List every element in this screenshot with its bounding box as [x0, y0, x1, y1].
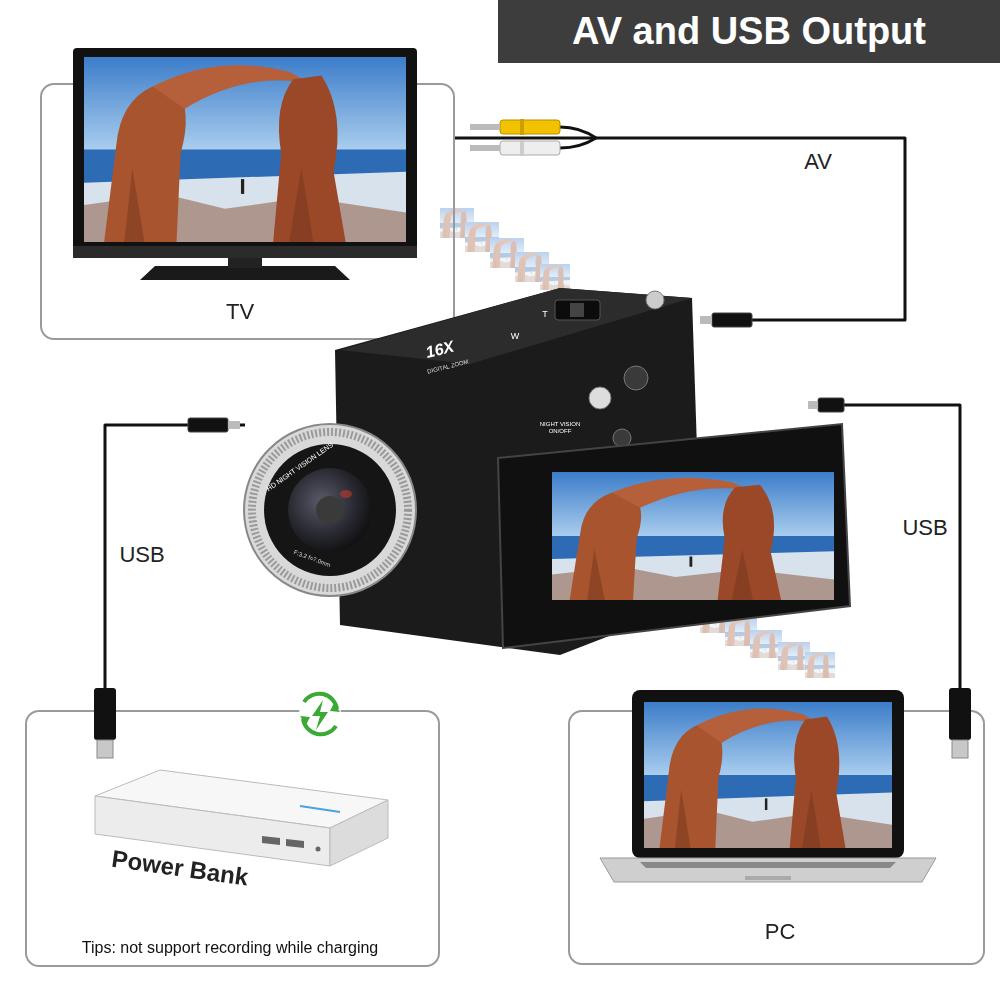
camcorder-illustration — [264, 444, 396, 576]
camcorder-illustration — [252, 432, 408, 588]
laptop-illustration — [640, 862, 896, 868]
power-bank-illustration — [300, 806, 340, 812]
cable-connector — [850, 405, 960, 710]
cable-connector — [455, 138, 905, 320]
camcorder-illustration — [340, 288, 692, 364]
camcorder-illustration — [808, 401, 818, 409]
power-bank-illustration — [94, 688, 116, 740]
camcorder-illustration — [316, 496, 344, 524]
power-bank-illustration — [316, 847, 321, 852]
power-bank-illustration — [299, 693, 341, 735]
power-bank-illustration — [312, 700, 328, 730]
camcorder-illustration — [589, 387, 611, 409]
device-panel: PC — [568, 710, 985, 965]
camcorder-illustration — [552, 472, 834, 600]
device-panel: Power BankTips: not support recording wh… — [25, 710, 440, 967]
tv-illustration — [470, 124, 500, 130]
device-label: PC — [765, 919, 796, 944]
camcorder-illustration — [570, 303, 584, 317]
camcorder-illustration — [624, 366, 648, 390]
zoom-mark: T — [542, 309, 548, 319]
camcorder-illustration — [844, 404, 850, 407]
zoom-caption: DIGITAL ZOOM — [427, 359, 470, 376]
camcorder-illustration — [498, 424, 850, 648]
power-bank-illustration — [262, 836, 280, 845]
camcorder-illustration — [228, 421, 240, 429]
camcorder-illustration — [646, 291, 664, 309]
device-label: TV — [226, 299, 254, 324]
power-bank-illustration — [330, 703, 340, 712]
camcorder-illustration — [752, 319, 850, 322]
laptop-illustration — [949, 688, 971, 740]
motion-ghosts — [540, 264, 570, 290]
camcorder-illustration — [555, 300, 600, 320]
camcorder-illustration — [340, 490, 352, 498]
tv-illustration — [73, 246, 417, 258]
power-bank-illustration — [304, 694, 337, 709]
camcorder-illustration — [244, 424, 416, 596]
laptop-illustration — [745, 876, 791, 880]
camcorder-illustration — [188, 418, 228, 432]
power-bank-illustration — [330, 800, 388, 866]
zoom-badge: 16X — [424, 338, 456, 363]
camcorder: 16XDIGITAL ZOOM HD NIGHT VISION LENS NIGHT… — [245, 270, 850, 665]
power-bank-illustration — [303, 719, 336, 734]
tv-illustration — [84, 57, 406, 242]
camcorder-illustration — [613, 429, 631, 447]
power-bank-illustration — [95, 770, 388, 828]
laptop-illustration — [952, 740, 968, 758]
tv-illustration — [520, 140, 524, 156]
zoom-mark: W — [511, 331, 520, 341]
tv-illustration — [560, 138, 596, 148]
motion-ghosts — [750, 630, 782, 658]
power-bank-illustration — [300, 716, 310, 725]
tv-illustration — [520, 119, 524, 135]
laptop-illustration — [644, 702, 892, 848]
power-bank-illustration — [97, 740, 113, 758]
camcorder-illustration — [335, 288, 702, 655]
tv-illustration — [500, 141, 560, 155]
tv-illustration — [560, 127, 596, 138]
cable-label: AV — [801, 149, 835, 174]
device-panel: TV — [40, 83, 455, 340]
camcorder-illustration — [712, 313, 752, 327]
tv-illustration — [140, 266, 350, 280]
cable-label: USB — [116, 542, 167, 567]
device-label: Power Bank — [110, 845, 250, 891]
tv-illustration — [73, 48, 417, 258]
camcorder-illustration — [700, 316, 712, 324]
tv-illustration — [228, 252, 262, 268]
button-caption: NIGHT VISION ON/OFF — [536, 421, 584, 435]
tv-illustration — [500, 120, 560, 134]
cable-connector — [105, 425, 245, 710]
motion-ghosts — [440, 208, 835, 678]
camcorder-illustration — [288, 468, 372, 552]
lens-marking: HD NIGHT VISION LENS — [265, 441, 335, 493]
camcorder-illustration — [818, 398, 844, 412]
title-banner: AV and USB Output — [498, 0, 1000, 63]
cable-label: USB — [899, 515, 950, 540]
power-bank-illustration — [286, 839, 304, 848]
note-text: Tips: not support recording while chargi… — [82, 939, 378, 957]
laptop-illustration — [600, 858, 936, 882]
tv-illustration — [470, 145, 500, 151]
motion-ghosts — [805, 652, 835, 678]
laptop-illustration — [632, 690, 904, 858]
lens-marking: F:3.2 f=7.0mm — [293, 549, 332, 569]
